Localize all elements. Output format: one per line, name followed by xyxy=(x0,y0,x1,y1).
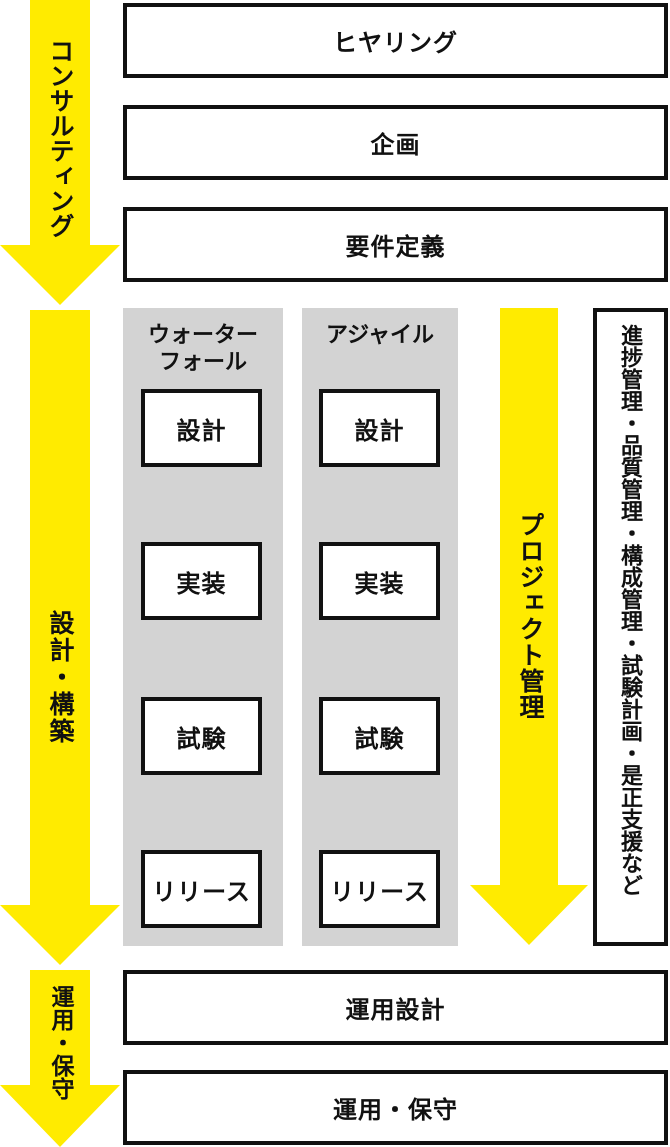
step-ops-maintenance: 運用・保守 xyxy=(123,1070,668,1145)
agile-step-test: 試験 xyxy=(319,697,440,775)
phase-label-build: 設計・構築 xyxy=(46,610,75,745)
waterfall-title-line2: フォール xyxy=(158,350,247,375)
consulting-arrow xyxy=(0,0,120,305)
agile-step-implementation: 実装 xyxy=(319,542,440,620)
waterfall-step-design: 設計 xyxy=(141,389,262,467)
mgmt-tasks-text: 進捗管理・品質管理・構成管理・試験計画・是正支援など xyxy=(617,324,642,896)
build-arrow xyxy=(0,310,120,965)
agile-title: アジャイル xyxy=(325,323,435,348)
ops-arrow xyxy=(0,970,120,1147)
step-hearing: ヒヤリング xyxy=(123,3,668,78)
waterfall-step-implementation: 実装 xyxy=(141,542,262,620)
mgmt-tasks-box: 進捗管理・品質管理・構成管理・試験計画・是正支援など xyxy=(593,308,668,946)
project-mgmt-arrow xyxy=(470,308,588,945)
agile-step-release: リリース xyxy=(319,850,440,928)
waterfall-title-line1: ウォーター xyxy=(147,323,258,348)
step-planning: 企画 xyxy=(123,105,668,180)
agile-step-design: 設計 xyxy=(319,389,440,467)
project-mgmt-label: プロジェクト管理 xyxy=(516,512,545,720)
phase-label-consulting: コンサルティング xyxy=(46,38,75,238)
step-ops-design: 運用設計 xyxy=(123,970,668,1045)
step-requirements: 要件定義 xyxy=(123,207,668,282)
waterfall-step-test: 試験 xyxy=(141,697,262,775)
waterfall-step-release: リリース xyxy=(141,850,262,928)
phase-label-ops: 運用・保守 xyxy=(47,985,73,1100)
